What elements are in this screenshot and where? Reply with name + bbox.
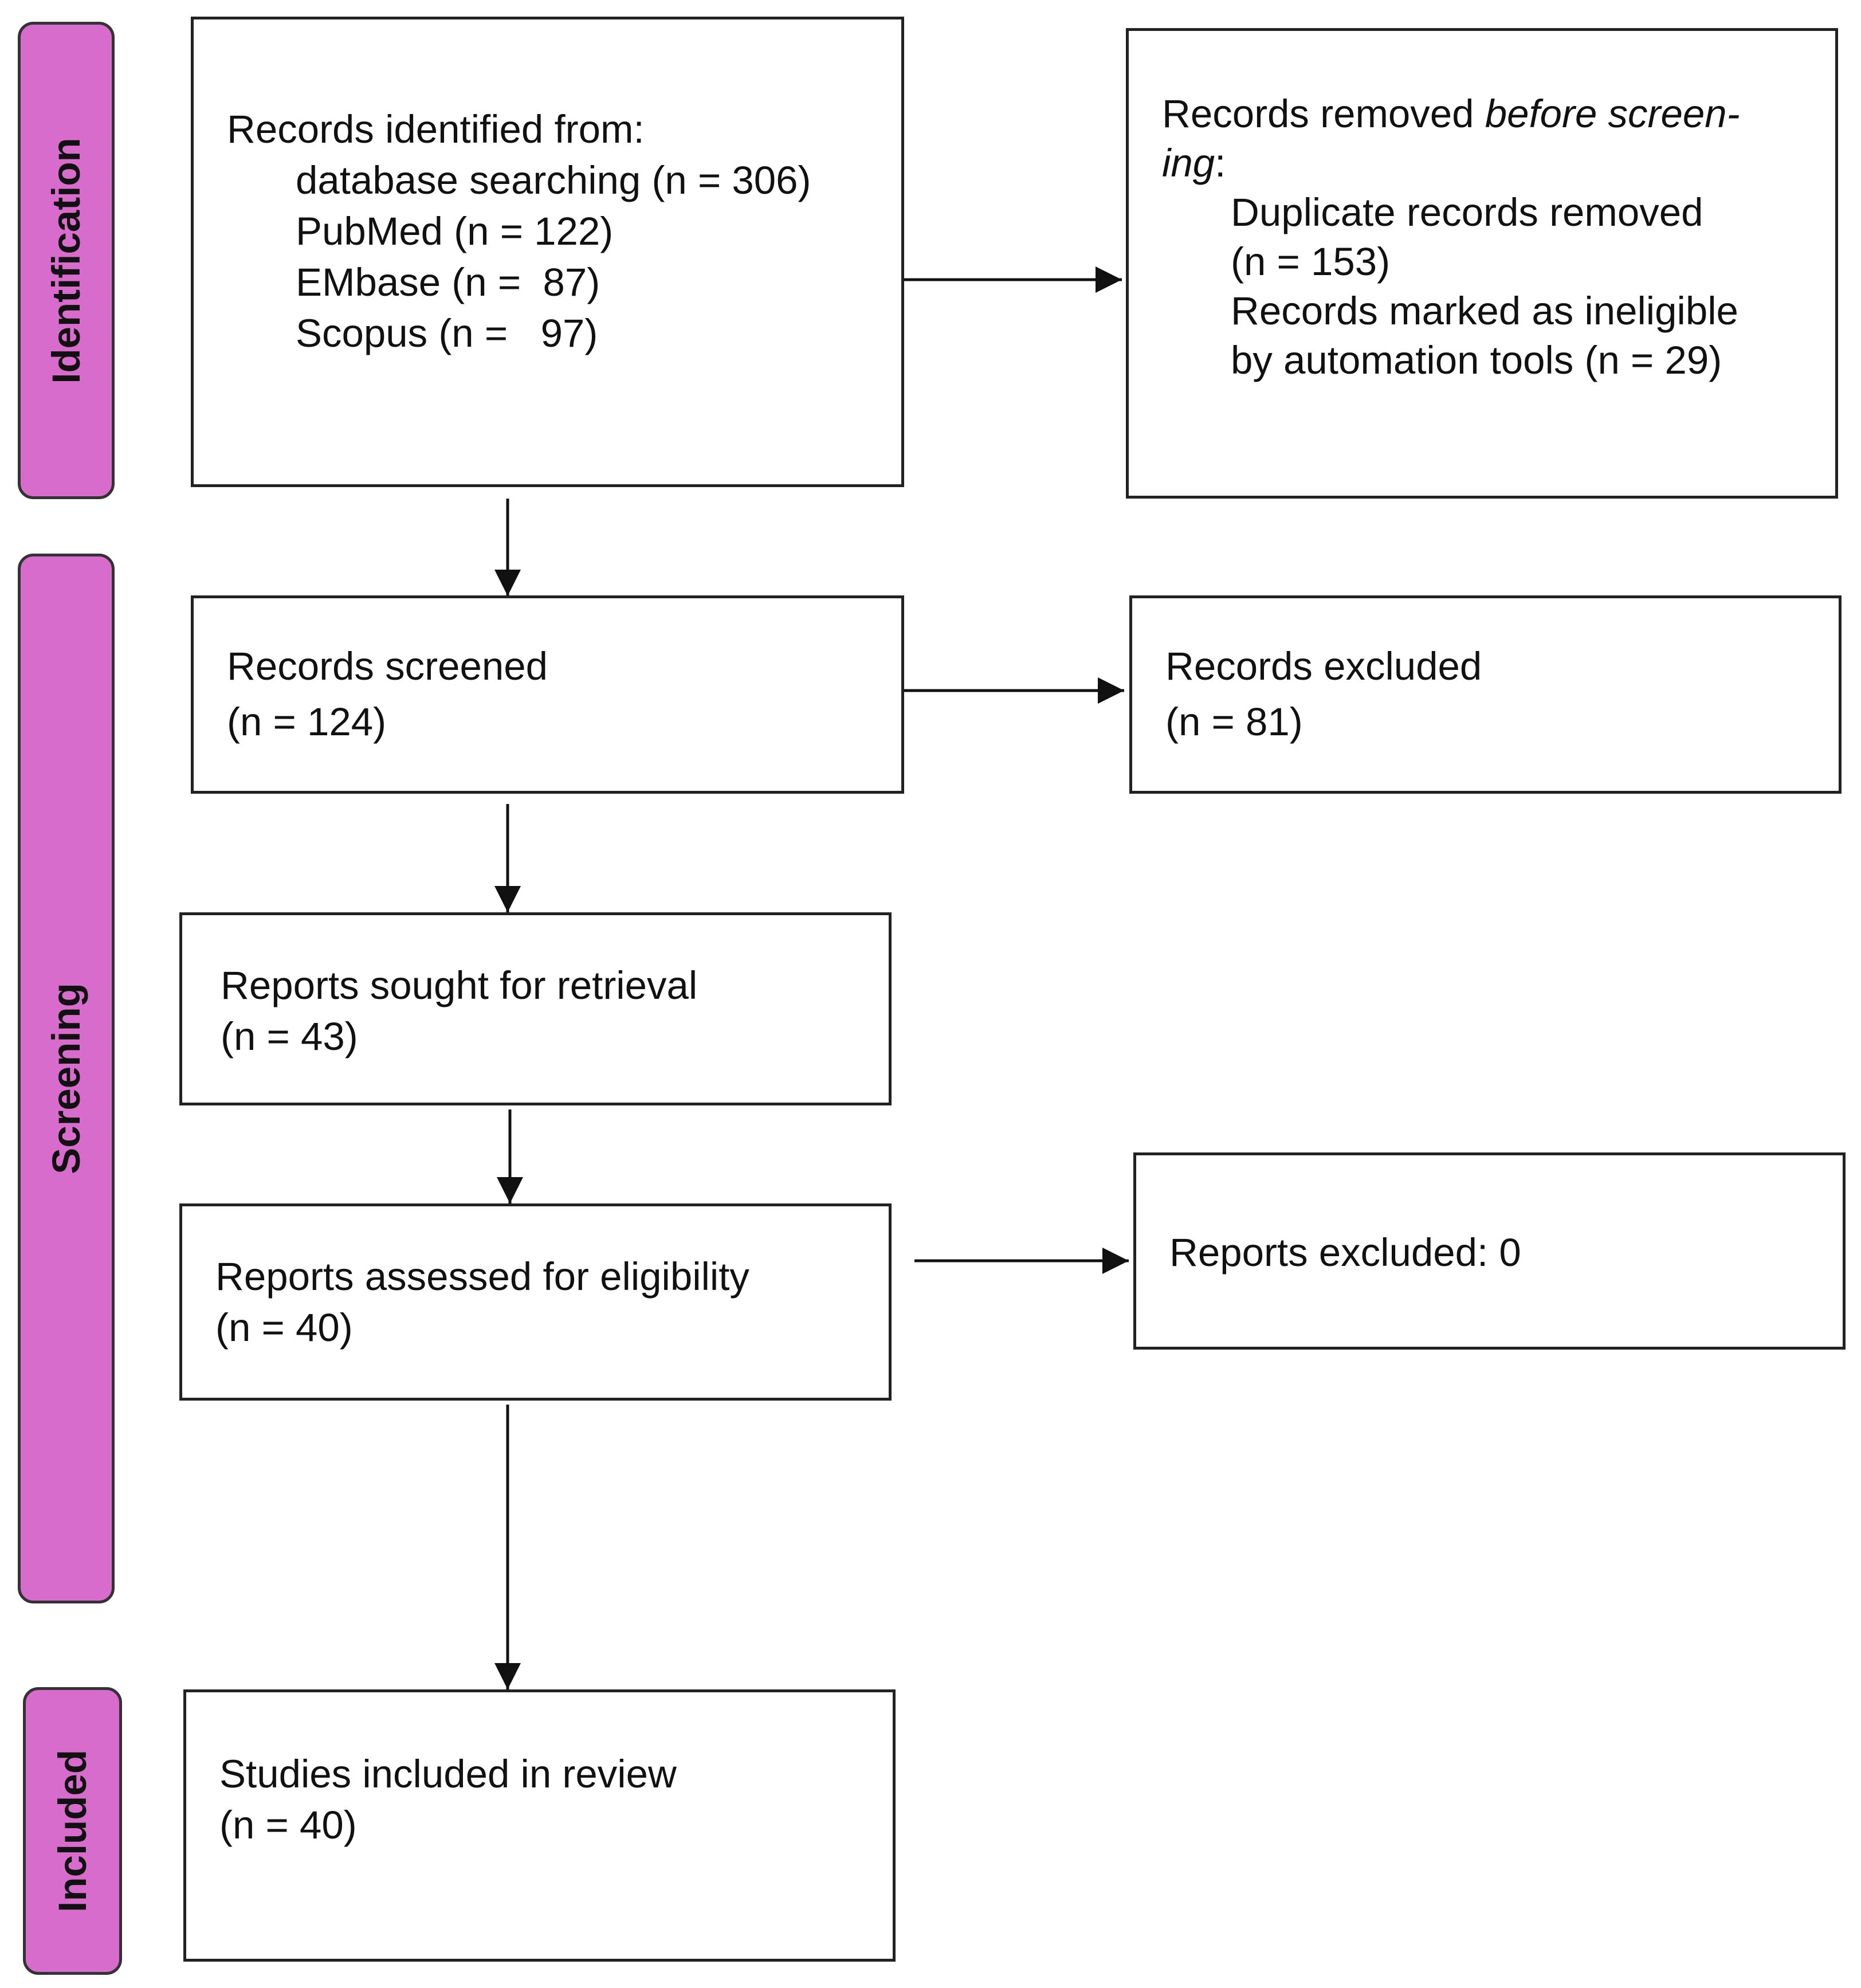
box-title: Records identified from: (227, 107, 645, 151)
removed-line: Records marked as ineligible (1231, 289, 1738, 333)
phase-identification: Identification (18, 22, 115, 499)
box-title: Studies included in review (219, 1752, 677, 1796)
box-title-continued: ing: (1162, 141, 1226, 185)
records-removed-box: Records removed before screen- ing: Dupl… (1126, 28, 1838, 499)
source-line: database searching (n = 306) (296, 158, 811, 202)
phase-label: Included (50, 1750, 95, 1912)
box-title: Records removed before screen- (1162, 92, 1740, 136)
box-title: Records excluded (1165, 644, 1482, 688)
records-excluded-box: Records excluded (n = 81) (1129, 595, 1842, 794)
removed-line: by automation tools (n = 29) (1231, 338, 1722, 382)
reports-excluded-box: Reports excluded: 0 (1133, 1152, 1846, 1350)
studies-included-box: Studies included in review (n = 40) (183, 1689, 896, 1962)
box-title: Reports sought for retrieval (221, 963, 698, 1007)
phase-included: Included (23, 1687, 122, 1975)
box-title: Reports assessed for eligibility (215, 1254, 749, 1299)
box-count: (n = 81) (1165, 700, 1303, 744)
source-line: EMbase (n = 87) (296, 260, 600, 304)
source-line: PubMed (n = 122) (296, 209, 614, 253)
box-count: (n = 40) (215, 1305, 353, 1350)
phase-screening: Screening (18, 554, 115, 1603)
removed-line: (n = 153) (1231, 240, 1391, 284)
phase-label: Screening (44, 983, 88, 1174)
records-identified-box: Records identified from: database search… (191, 17, 904, 487)
box-count: (n = 124) (227, 700, 387, 744)
box-count: (n = 43) (221, 1014, 358, 1058)
removed-line: Duplicate records removed (1231, 190, 1703, 234)
phase-label: Identification (44, 137, 88, 384)
records-screened-box: Records screened (n = 124) (191, 595, 904, 794)
box-title: Records screened (227, 644, 548, 688)
box-title: Reports excluded: 0 (1169, 1230, 1521, 1275)
reports-sought-box: Reports sought for retrieval (n = 43) (179, 912, 892, 1105)
reports-assessed-box: Reports assessed for eligibility (n = 40) (179, 1203, 892, 1401)
box-count: (n = 40) (219, 1803, 357, 1847)
source-line: Scopus (n = 97) (296, 311, 598, 355)
